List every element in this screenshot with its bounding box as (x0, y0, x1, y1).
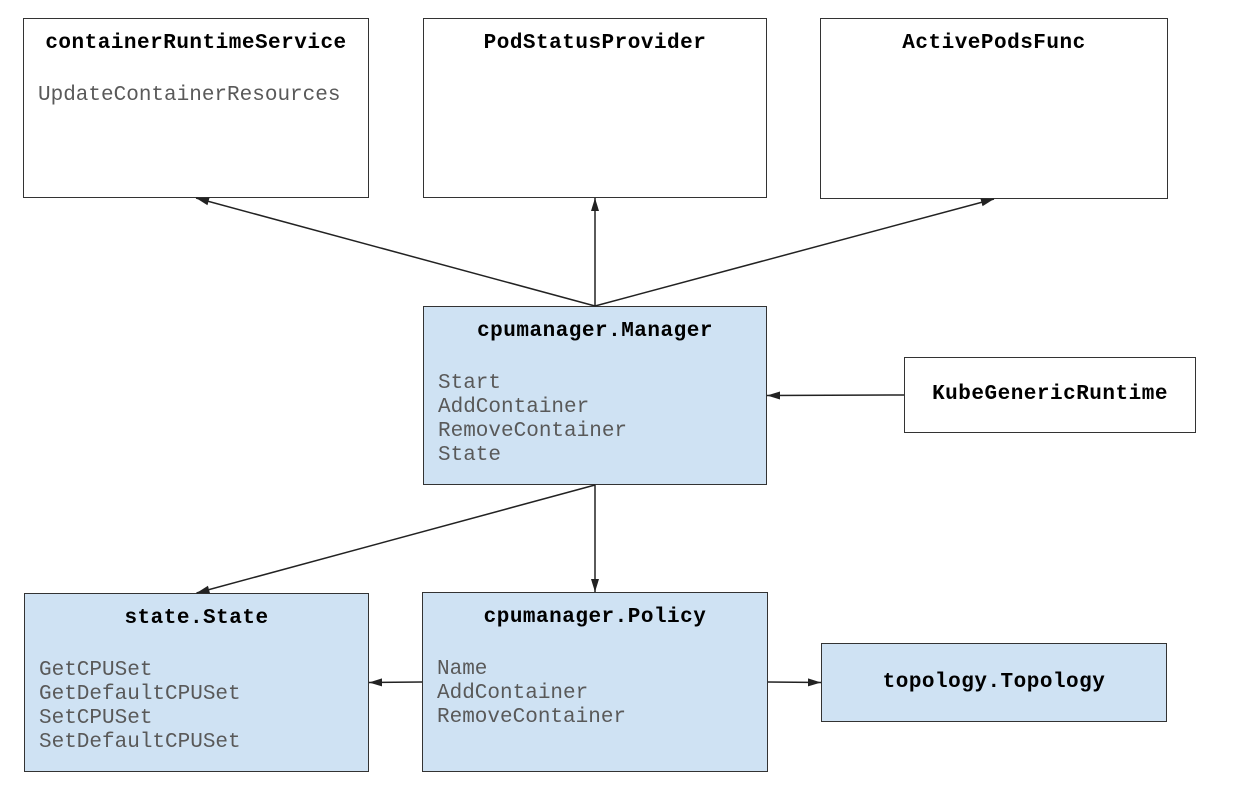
method-label: GetDefaultCPUSet (39, 683, 241, 706)
arrow-kube-generic-runtime-to-cpumanager-manager (766, 391, 905, 400)
method-label: RemoveContainer (438, 420, 628, 443)
node-title: containerRuntimeService (45, 32, 347, 55)
method-label: Start (438, 372, 502, 395)
method-label: RemoveContainer (437, 706, 627, 729)
node-title: state.State (124, 607, 269, 630)
node-title: KubeGenericRuntime (932, 383, 1168, 406)
arrow-cpumanager-manager-to-state-state (196, 484, 596, 594)
node-container-runtime-service: containerRuntimeService UpdateContainerR… (23, 18, 369, 198)
node-methods: UpdateContainerResources (24, 84, 368, 108)
method-label: State (438, 444, 502, 467)
method-label: GetCPUSet (39, 659, 153, 682)
method-label: Name (437, 658, 488, 681)
method-label: SetCPUSet (39, 707, 153, 730)
node-active-pods-func: ActivePodsFunc (820, 18, 1168, 199)
arrow-cpumanager-manager-to-container-runtime-service (195, 197, 596, 307)
node-topology-topology: topology.Topology (821, 643, 1167, 722)
node-kube-generic-runtime: KubeGenericRuntime (904, 357, 1196, 433)
node-title: cpumanager.Policy (483, 606, 707, 629)
arrow-cpumanager-policy-to-topology-topology (767, 678, 822, 687)
method-label: AddContainer (438, 396, 590, 419)
node-title: cpumanager.Manager (477, 320, 713, 343)
arrow-cpumanager-manager-to-active-pods-func (594, 198, 995, 307)
node-title: topology.Topology (882, 670, 1106, 694)
node-title: PodStatusProvider (483, 32, 707, 55)
method-label: SetDefaultCPUSet (39, 731, 241, 754)
arrow-cpumanager-policy-to-state-state (368, 678, 423, 687)
node-title: ActivePodsFunc (902, 32, 1086, 55)
method-label: AddContainer (437, 682, 589, 705)
node-pod-status-provider: PodStatusProvider (423, 18, 767, 198)
method-label: UpdateContainerResources (38, 84, 341, 107)
